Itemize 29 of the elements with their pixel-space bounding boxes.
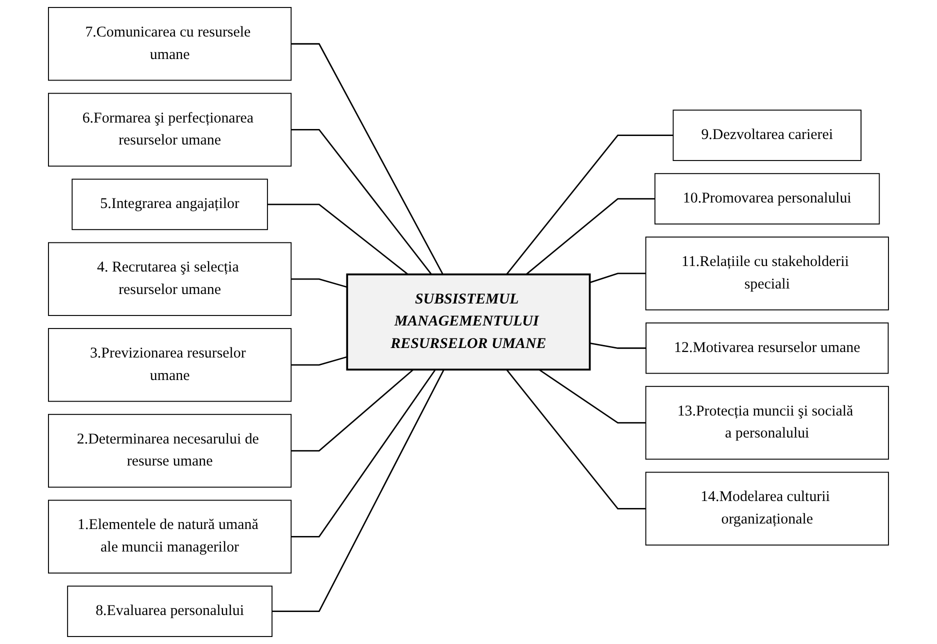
node-box: 11.Relațiile cu stakeholderii speciali — [645, 236, 889, 310]
connector — [526, 198, 655, 275]
connector — [538, 369, 646, 424]
node-box: 4. Recrutarea şi selecția resurselor umane — [48, 242, 292, 316]
node-box: 1.Elementele de natură umană ale muncii managerilor — [48, 500, 292, 574]
node-box: 10.Promovarea personalului — [654, 173, 880, 224]
connector — [272, 369, 445, 612]
connector — [267, 204, 408, 275]
node-box: 7.Comunicarea cu resursele umane — [48, 7, 292, 81]
node-box: SUBSISTEMUL MANAGEMENTULUI RESURSELOR UMANE — [346, 273, 591, 371]
connector — [506, 134, 674, 275]
node-box: 5.Integrarea angajaților — [72, 178, 268, 230]
connector — [291, 278, 348, 288]
connector — [590, 272, 646, 284]
connector — [291, 369, 414, 452]
connector — [291, 129, 432, 275]
node-box: 8.Evaluarea personalului — [67, 586, 273, 637]
node-box: 12.Motivarea resurselor umane — [646, 322, 889, 374]
connector — [291, 369, 436, 538]
node-box: 13.Protecția muncii şi socială a personalului — [645, 386, 889, 460]
connector — [291, 43, 444, 275]
node-box: 2.Determinarea necesarului de resurse umane — [48, 414, 292, 488]
connector — [291, 356, 348, 366]
node-box: 6.Formarea şi perfecționarea resurselor umane — [48, 92, 292, 167]
connector — [506, 369, 646, 510]
node-box: 3.Previzionarea resurselor umane — [48, 328, 292, 402]
node-box: 9.Dezvoltarea carierei — [672, 110, 862, 161]
node-box: 14.Modelarea culturii organizaționale — [645, 472, 889, 546]
connector — [590, 342, 646, 349]
